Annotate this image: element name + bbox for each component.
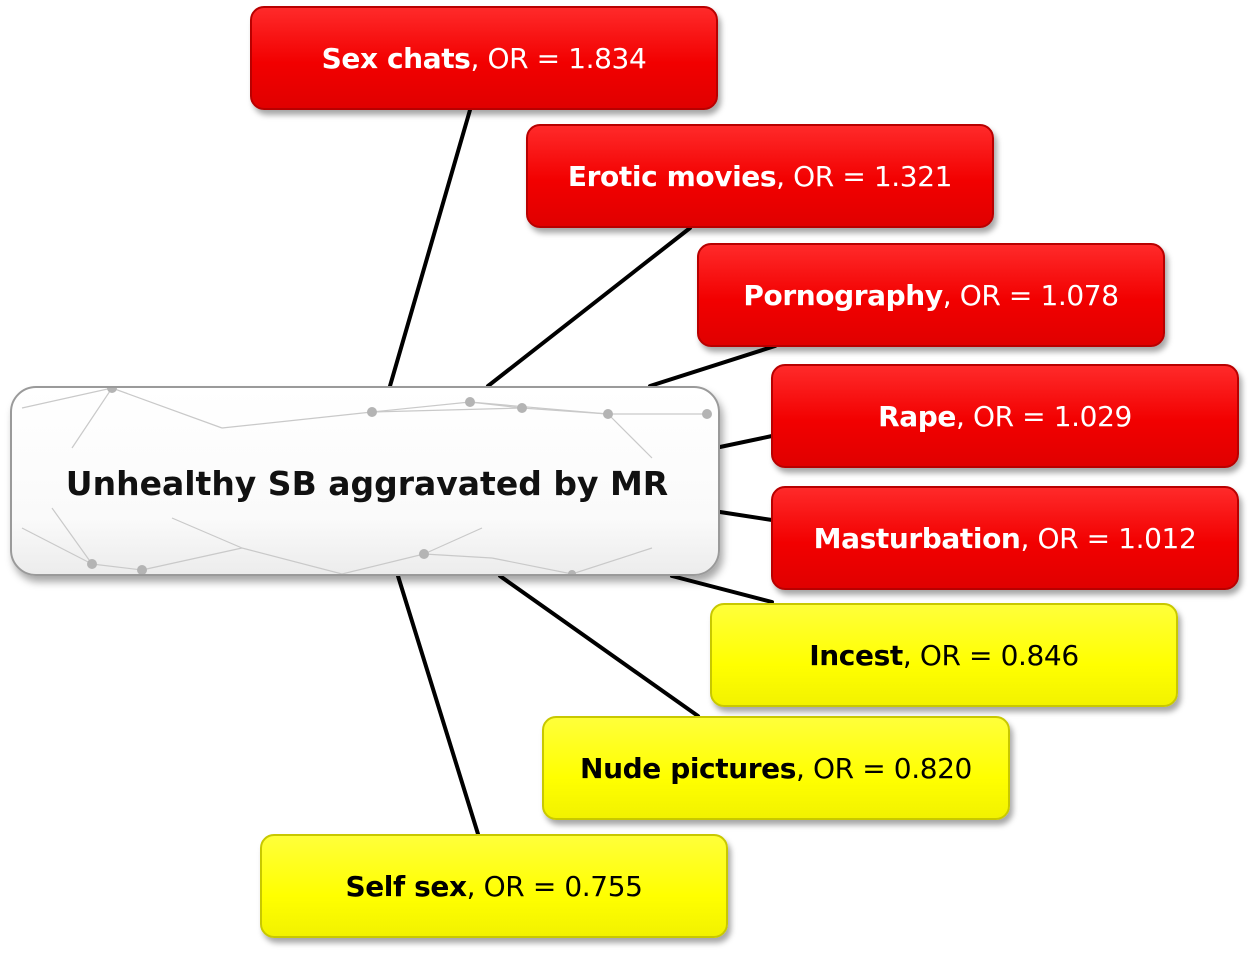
connector-sex-chats — [388, 108, 472, 388]
connector-self-sex — [396, 574, 480, 836]
connector-nude-pictures — [498, 574, 700, 718]
node-sex-chats: Sex chats, OR = 1.834 — [250, 6, 718, 110]
connector-incest — [670, 574, 774, 604]
node-self-sex-factor: Self sex — [345, 869, 467, 903]
network-pattern-background — [21, 388, 712, 574]
node-incest: Incest, OR = 0.846 — [710, 603, 1178, 707]
node-masturbation-or: , OR = 1.012 — [1020, 521, 1197, 555]
connector-masturbation — [718, 510, 774, 522]
node-self-sex-or: , OR = 0.755 — [466, 869, 643, 903]
central-node: Unhealthy SB aggravated by MR — [10, 386, 720, 576]
central-node-title: Unhealthy SB aggravated by MR — [65, 463, 669, 503]
node-pornography: Pornography, OR = 1.078 — [697, 243, 1165, 347]
node-nude-pictures-or: , OR = 0.820 — [796, 751, 972, 785]
connector-pornography — [648, 344, 777, 388]
node-nude-pictures: Nude pictures, OR = 0.820 — [542, 716, 1010, 820]
node-sex-chats-or: , OR = 1.834 — [470, 41, 647, 75]
node-incest-factor: Incest — [809, 638, 903, 672]
node-erotic-movies-factor: Erotic movies — [567, 159, 777, 193]
node-masturbation: Masturbation, OR = 1.012 — [771, 486, 1239, 590]
node-rape-or: , OR = 1.029 — [955, 399, 1132, 433]
connector-rape — [718, 434, 774, 449]
node-sex-chats-factor: Sex chats — [321, 41, 471, 75]
node-masturbation-factor: Masturbation — [813, 521, 1021, 555]
node-erotic-movies: Erotic movies, OR = 1.321 — [526, 124, 994, 228]
node-pornography-factor: Pornography — [743, 278, 943, 312]
connector-erotic-movies — [486, 226, 692, 388]
node-pornography-or: , OR = 1.078 — [942, 278, 1119, 312]
node-rape: Rape, OR = 1.029 — [771, 364, 1239, 468]
node-erotic-movies-or: , OR = 1.321 — [776, 159, 953, 193]
node-self-sex: Self sex, OR = 0.755 — [260, 834, 728, 938]
node-nude-pictures-factor: Nude pictures — [580, 751, 797, 785]
node-incest-or: , OR = 0.846 — [902, 638, 1079, 672]
node-rape-factor: Rape — [878, 399, 956, 433]
